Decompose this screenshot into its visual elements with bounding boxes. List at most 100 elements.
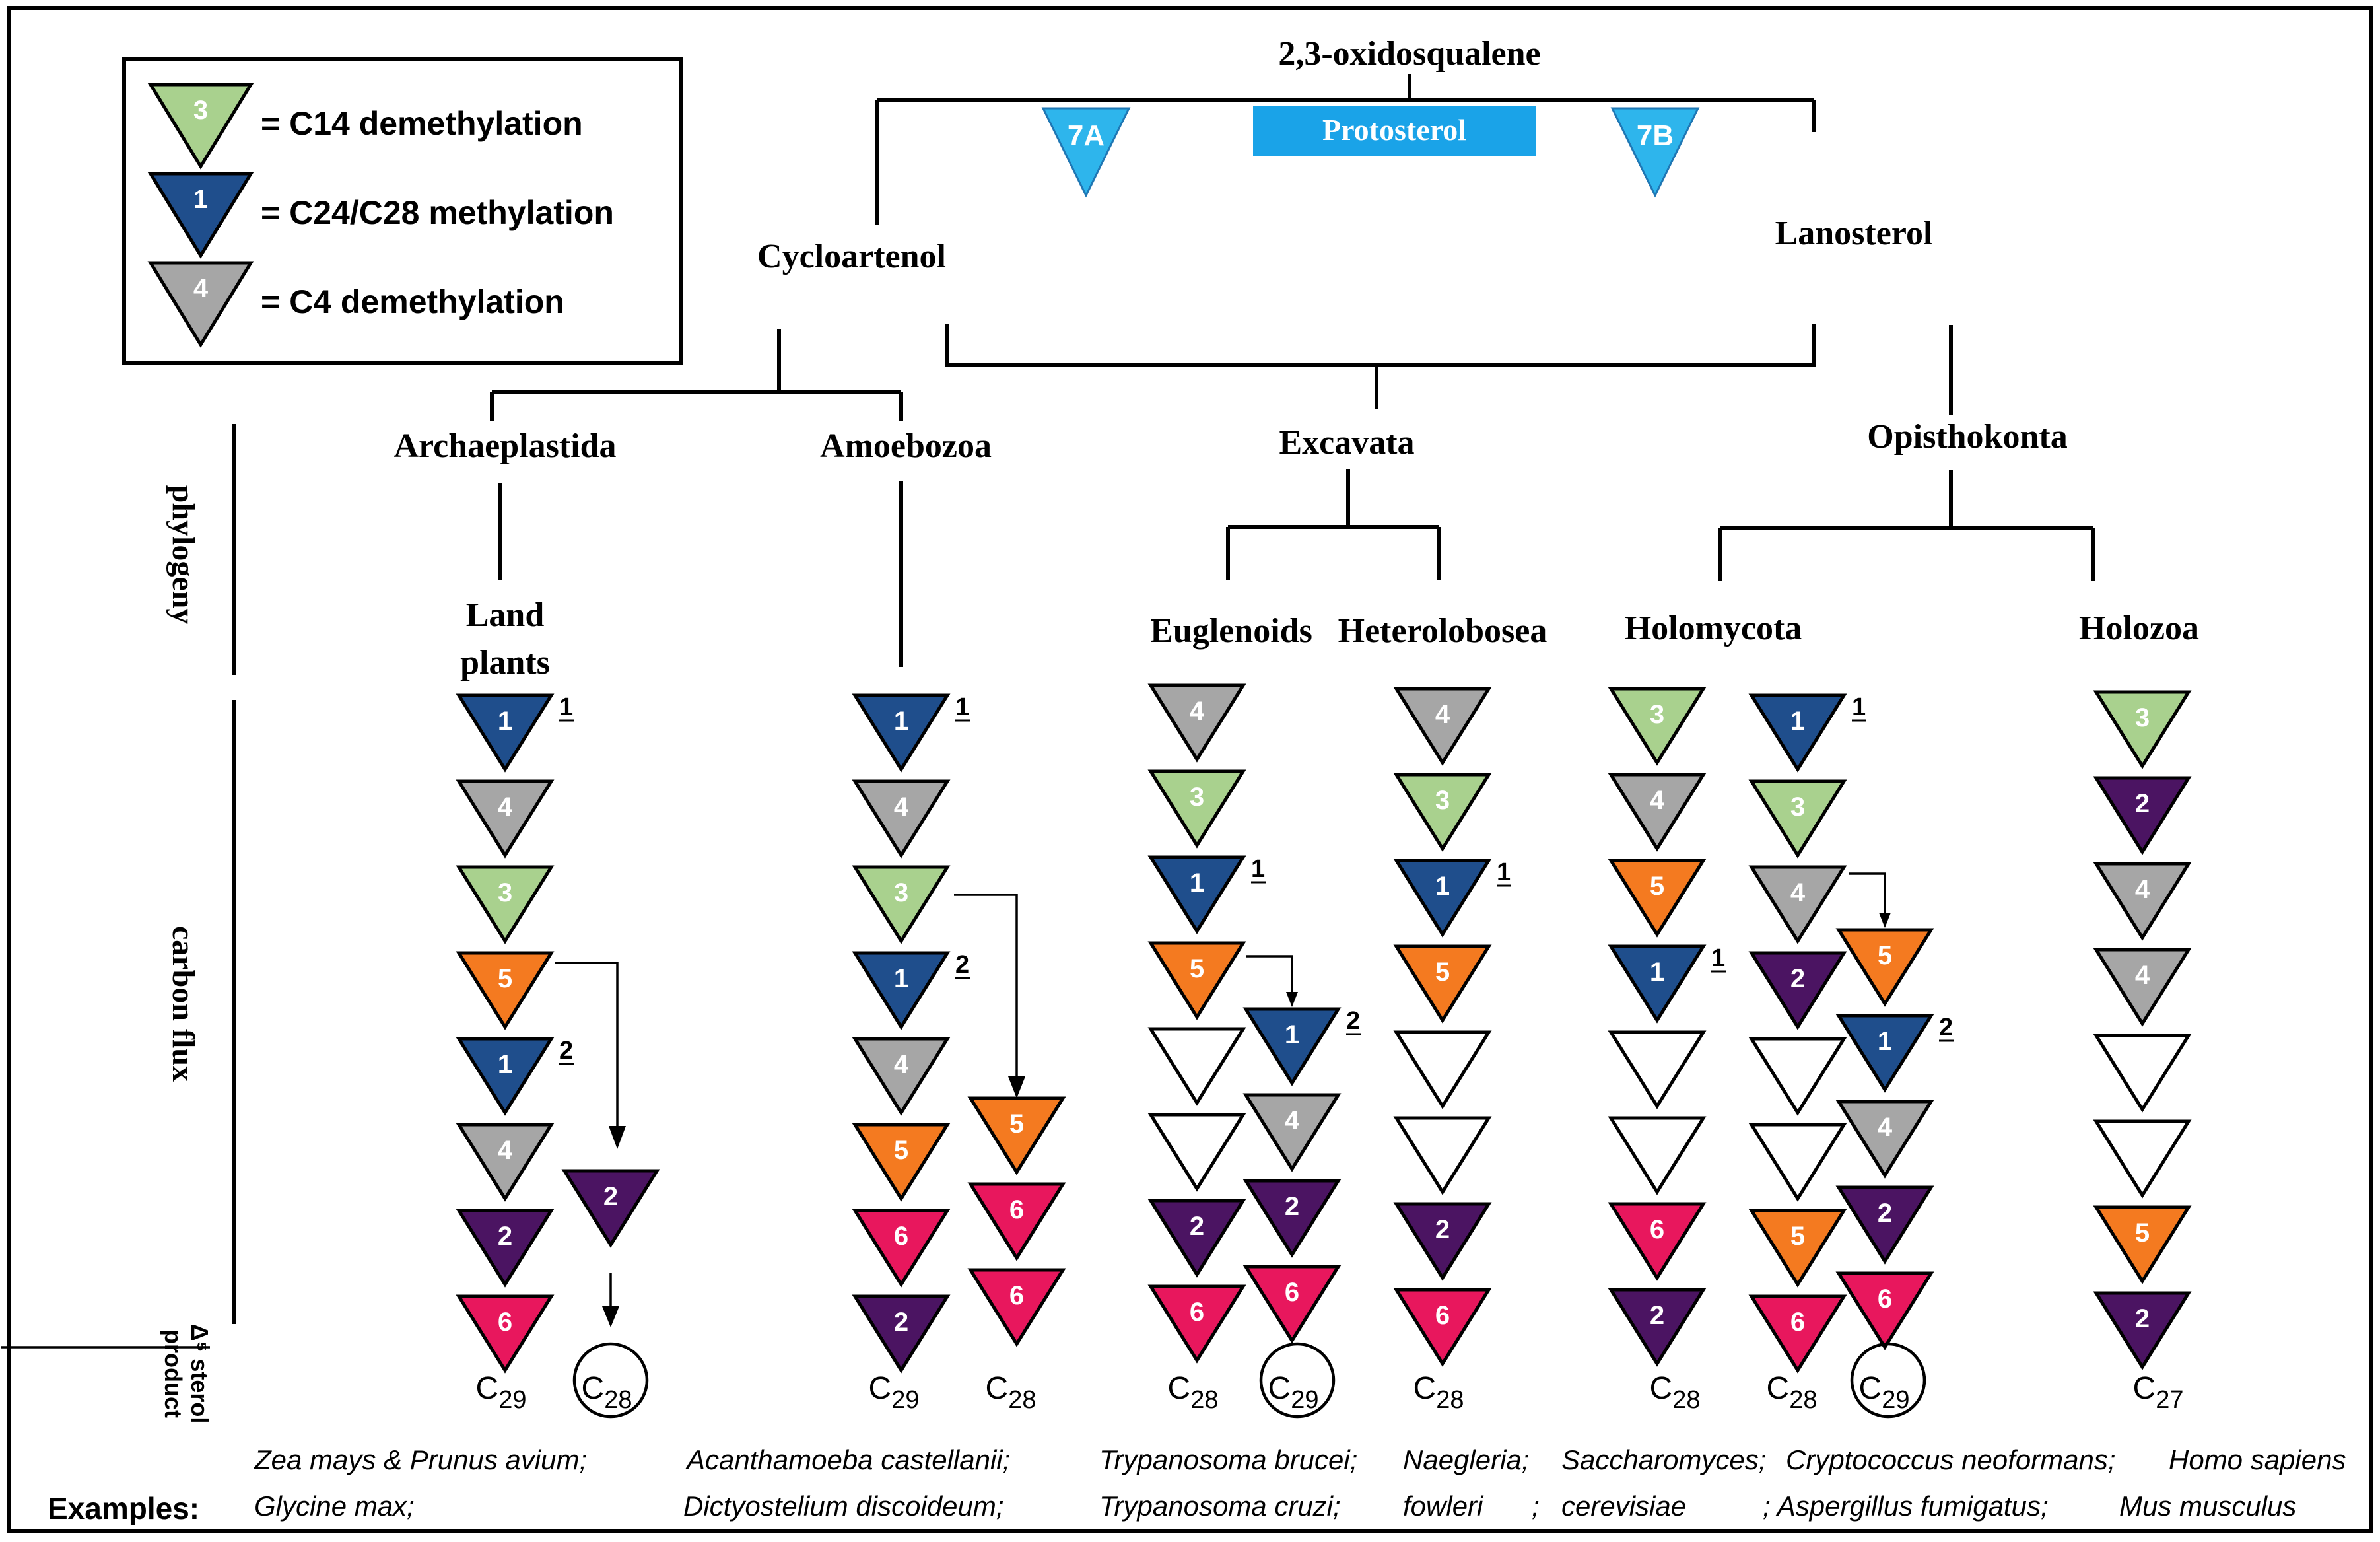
example-organism: Glycine max; [254,1490,415,1522]
step-2-triangle [852,1294,951,1374]
examples-row-2: Glycine max; Dictyostelium discoideum; Try… [254,1490,2296,1522]
product-label: C27 [2133,1371,2184,1414]
examples-label: Examples: [48,1491,199,1525]
legend-triangle-3 [147,83,254,170]
step-number: 4 [498,792,513,822]
excavata-split [1226,469,1441,580]
step-number: 5 [894,1136,908,1165]
step-6-triangle [967,1268,1066,1347]
step-2-triangle [1393,1202,1492,1281]
protosterol-box [1253,106,1536,156]
step-6-triangle [967,1182,1066,1261]
example-organism: cerevisiae [1561,1490,1686,1522]
subclade-holomycota: Holomycota [1625,610,1802,647]
step-5-triangle [852,1123,951,1202]
step-number: 2 [1190,1212,1204,1241]
step-2-triangle [1748,951,1847,1030]
product-label: C29 [1859,1371,1910,1414]
step-number: 4 [2135,961,2150,990]
subclade-holozoa: Holozoa [2079,610,2199,647]
methylation-marker: 1 [1852,693,1866,721]
step-6-triangle [1242,1265,1342,1344]
example-organism: Trypanosoma cruzi; [1099,1490,1341,1522]
step-number: 1 [894,964,908,993]
step-5-triangle [1393,944,1492,1024]
step-4-triangle [456,779,555,859]
step-number: 4 [1650,786,1665,815]
flux-column: 2 [561,1169,660,1248]
oxidosqualene-bracket [875,74,1816,225]
step-number: 3 [1650,700,1664,729]
step-number: 2 [1285,1192,1299,1221]
step-3-triangle [852,865,951,944]
methylation-marker: 1 [1497,859,1511,886]
step-number: 2 [2135,1304,2150,1333]
sterol-product: C28 [572,1342,649,1419]
step-number: 1 [894,707,908,736]
step-4-triangle [1748,865,1847,944]
product-circle [1259,1342,1336,1419]
step-number: 1 [1878,1027,1892,1056]
arrowhead-landplants-product [602,1306,619,1327]
empty-step-triangle [1608,1030,1707,1109]
clade-amoebozoa: Amoebozoa [820,427,992,465]
step-6-triangle [1393,1288,1492,1367]
step-2-triangle [2093,776,2192,855]
step-3-triangle [2093,690,2192,769]
step-number: 2 [1650,1301,1664,1330]
empty-step-triangle [2093,1034,2192,1113]
sterol-product: C29 [869,1371,920,1414]
step-number: 6 [1650,1215,1664,1244]
step-4-triangle [852,1037,951,1116]
example-organism: Dictyostelium discoideum; [683,1490,1004,1522]
step-5-triangle [2093,1205,2192,1284]
methylation-marker: 1 [1711,944,1725,972]
product-label-line2: product [160,1329,187,1418]
step-1-triangle [1835,1014,1934,1093]
excavata-merge-bracket [945,324,1816,409]
step-number: 6 [1790,1308,1805,1337]
cycloartenol-label: Cycloartenol [757,238,946,275]
clade-opisthokonta: Opisthokonta [1867,418,2067,456]
arrow-amoebozoa [954,894,1018,1078]
empty-step-triangle [2093,1119,2192,1199]
sterol-product: C29 [1850,1342,1926,1419]
step-number: 5 [1878,941,1892,970]
step-3-triangle [1748,779,1847,859]
legend-triangle-4 [147,261,254,348]
tri-7a-label: 7A [1068,120,1105,152]
step-number: 6 [1878,1284,1892,1314]
step-6-triangle [1608,1202,1707,1281]
product-label: C28 [1168,1371,1219,1414]
step-5-triangle [456,951,555,1030]
example-organism: Mus musculus [2119,1490,2296,1522]
arrowhead-landplants [609,1126,626,1149]
methylation-marker: 1 [559,693,573,721]
step-5-triangle [1147,941,1246,1020]
legend-label-1: = C24/C28 methylation [261,194,614,231]
arrow-holomycota [1849,872,1886,915]
methylation-marker: 2 [1346,1007,1360,1035]
product-label: C29 [1268,1371,1319,1414]
step-number: 6 [1435,1301,1450,1330]
step-number: 6 [1009,1281,1024,1310]
step-3-triangle [1393,773,1492,852]
empty-step-triangle [1608,1116,1707,1195]
example-organism: ; Aspergillus fumigatus; [1763,1490,2049,1522]
legend-triangle-number: 4 [193,274,209,303]
step-number: 1 [498,707,512,736]
step-number: 6 [498,1308,512,1337]
oxidosqualene-label: 2,3-oxidosqualene [1278,35,1540,73]
arrowhead-holomycota [1879,913,1891,928]
step-5-triangle [1608,859,1707,938]
step-number: 5 [1790,1222,1805,1251]
step-number: 5 [1009,1109,1024,1139]
step-number: 6 [1190,1298,1204,1327]
legend-triangle-1 [147,172,254,259]
opisthokonta-split [1718,470,2095,581]
step-number: 2 [1790,964,1805,993]
